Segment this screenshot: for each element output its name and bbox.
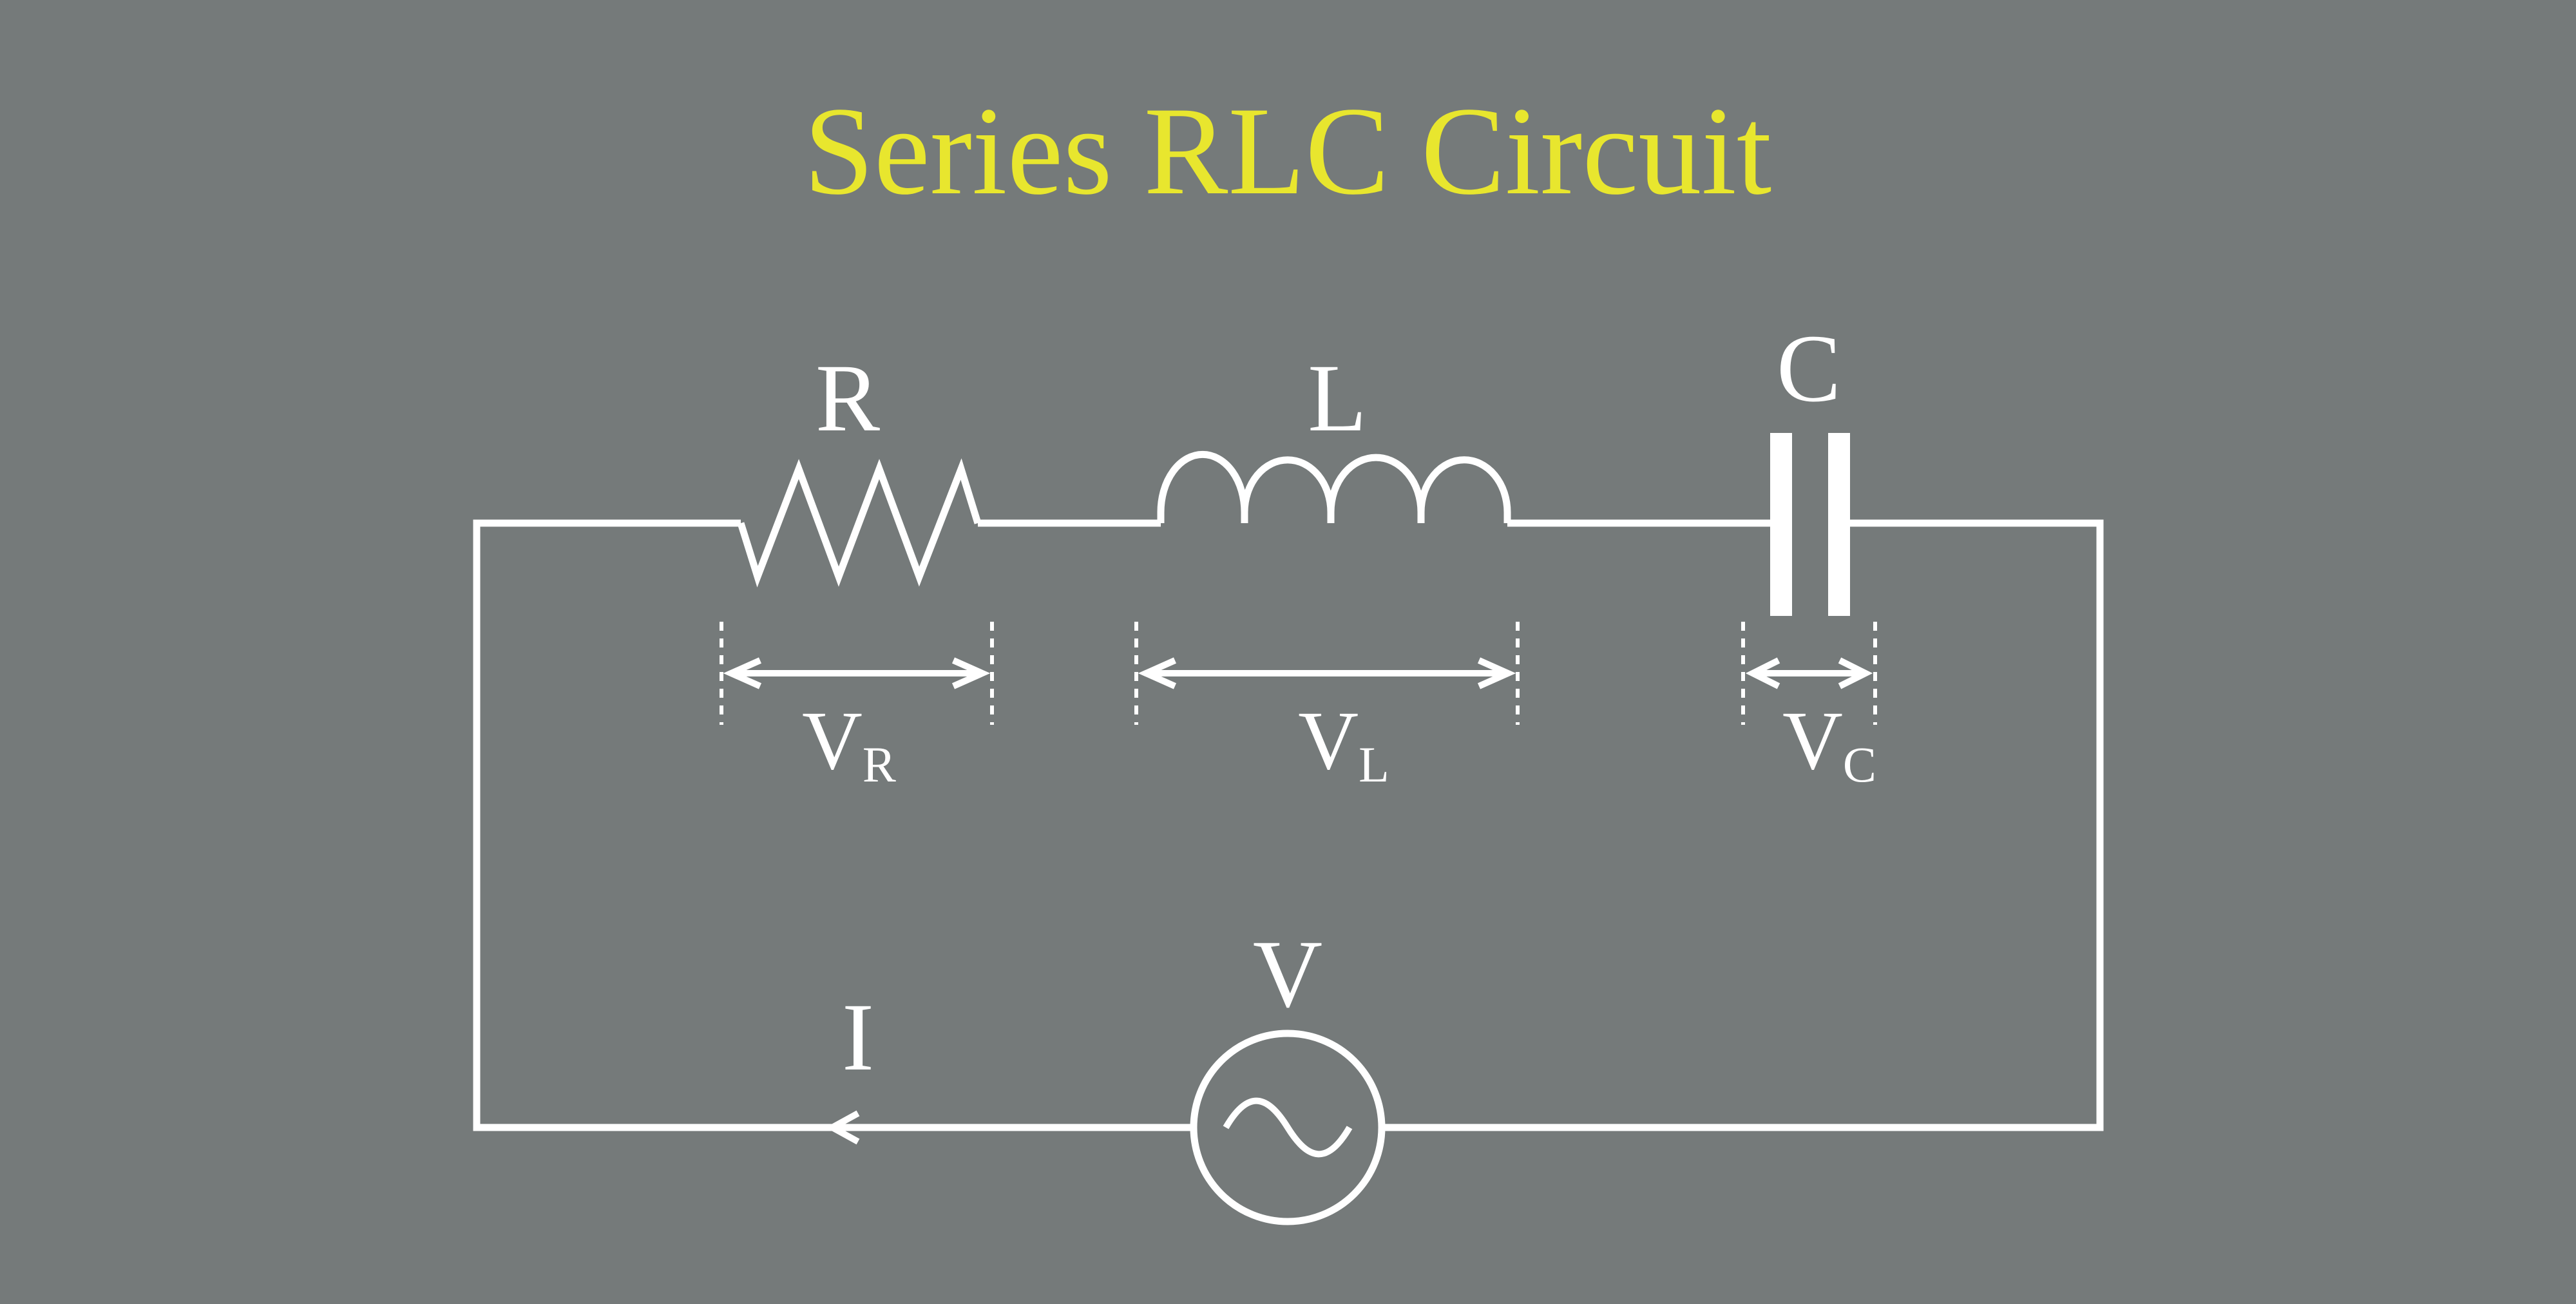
vc-label-sub: C bbox=[1843, 736, 1876, 792]
inductor-label: L bbox=[1308, 345, 1367, 452]
current-direction-arrow-icon bbox=[825, 1110, 860, 1145]
page-title: Series RLC Circuit bbox=[804, 81, 1772, 221]
inductor-coil-icon bbox=[1157, 450, 1511, 523]
ac-source-icon bbox=[1190, 1030, 1386, 1225]
vr-label-sub: R bbox=[863, 736, 896, 792]
resistor-label: R bbox=[816, 345, 880, 452]
capacitor-plates-icon bbox=[1770, 433, 1850, 616]
vr-label-main: V bbox=[802, 695, 863, 787]
top-left-wire bbox=[473, 519, 1192, 1131]
source-voltage-label: V bbox=[1253, 921, 1322, 1028]
resistor-zigzag-icon bbox=[737, 458, 982, 588]
vl-label-sub: L bbox=[1359, 736, 1389, 792]
vc-measurement-arrow bbox=[1741, 622, 1877, 725]
current-label: I bbox=[842, 984, 874, 1091]
vc-label: VC bbox=[1782, 695, 1876, 792]
capacitor-left-plate bbox=[1770, 433, 1792, 616]
right-wire bbox=[1384, 519, 2104, 1131]
capacitor-right-plate bbox=[1828, 433, 1850, 616]
vr-measurement-arrow bbox=[720, 622, 994, 725]
vl-measurement-arrow bbox=[1134, 622, 1520, 725]
vl-label: VL bbox=[1298, 695, 1389, 792]
vc-label-main: V bbox=[1782, 695, 1843, 787]
vr-label: VR bbox=[802, 695, 896, 792]
vl-label-main: V bbox=[1298, 695, 1359, 787]
capacitor-label: C bbox=[1777, 315, 1841, 422]
